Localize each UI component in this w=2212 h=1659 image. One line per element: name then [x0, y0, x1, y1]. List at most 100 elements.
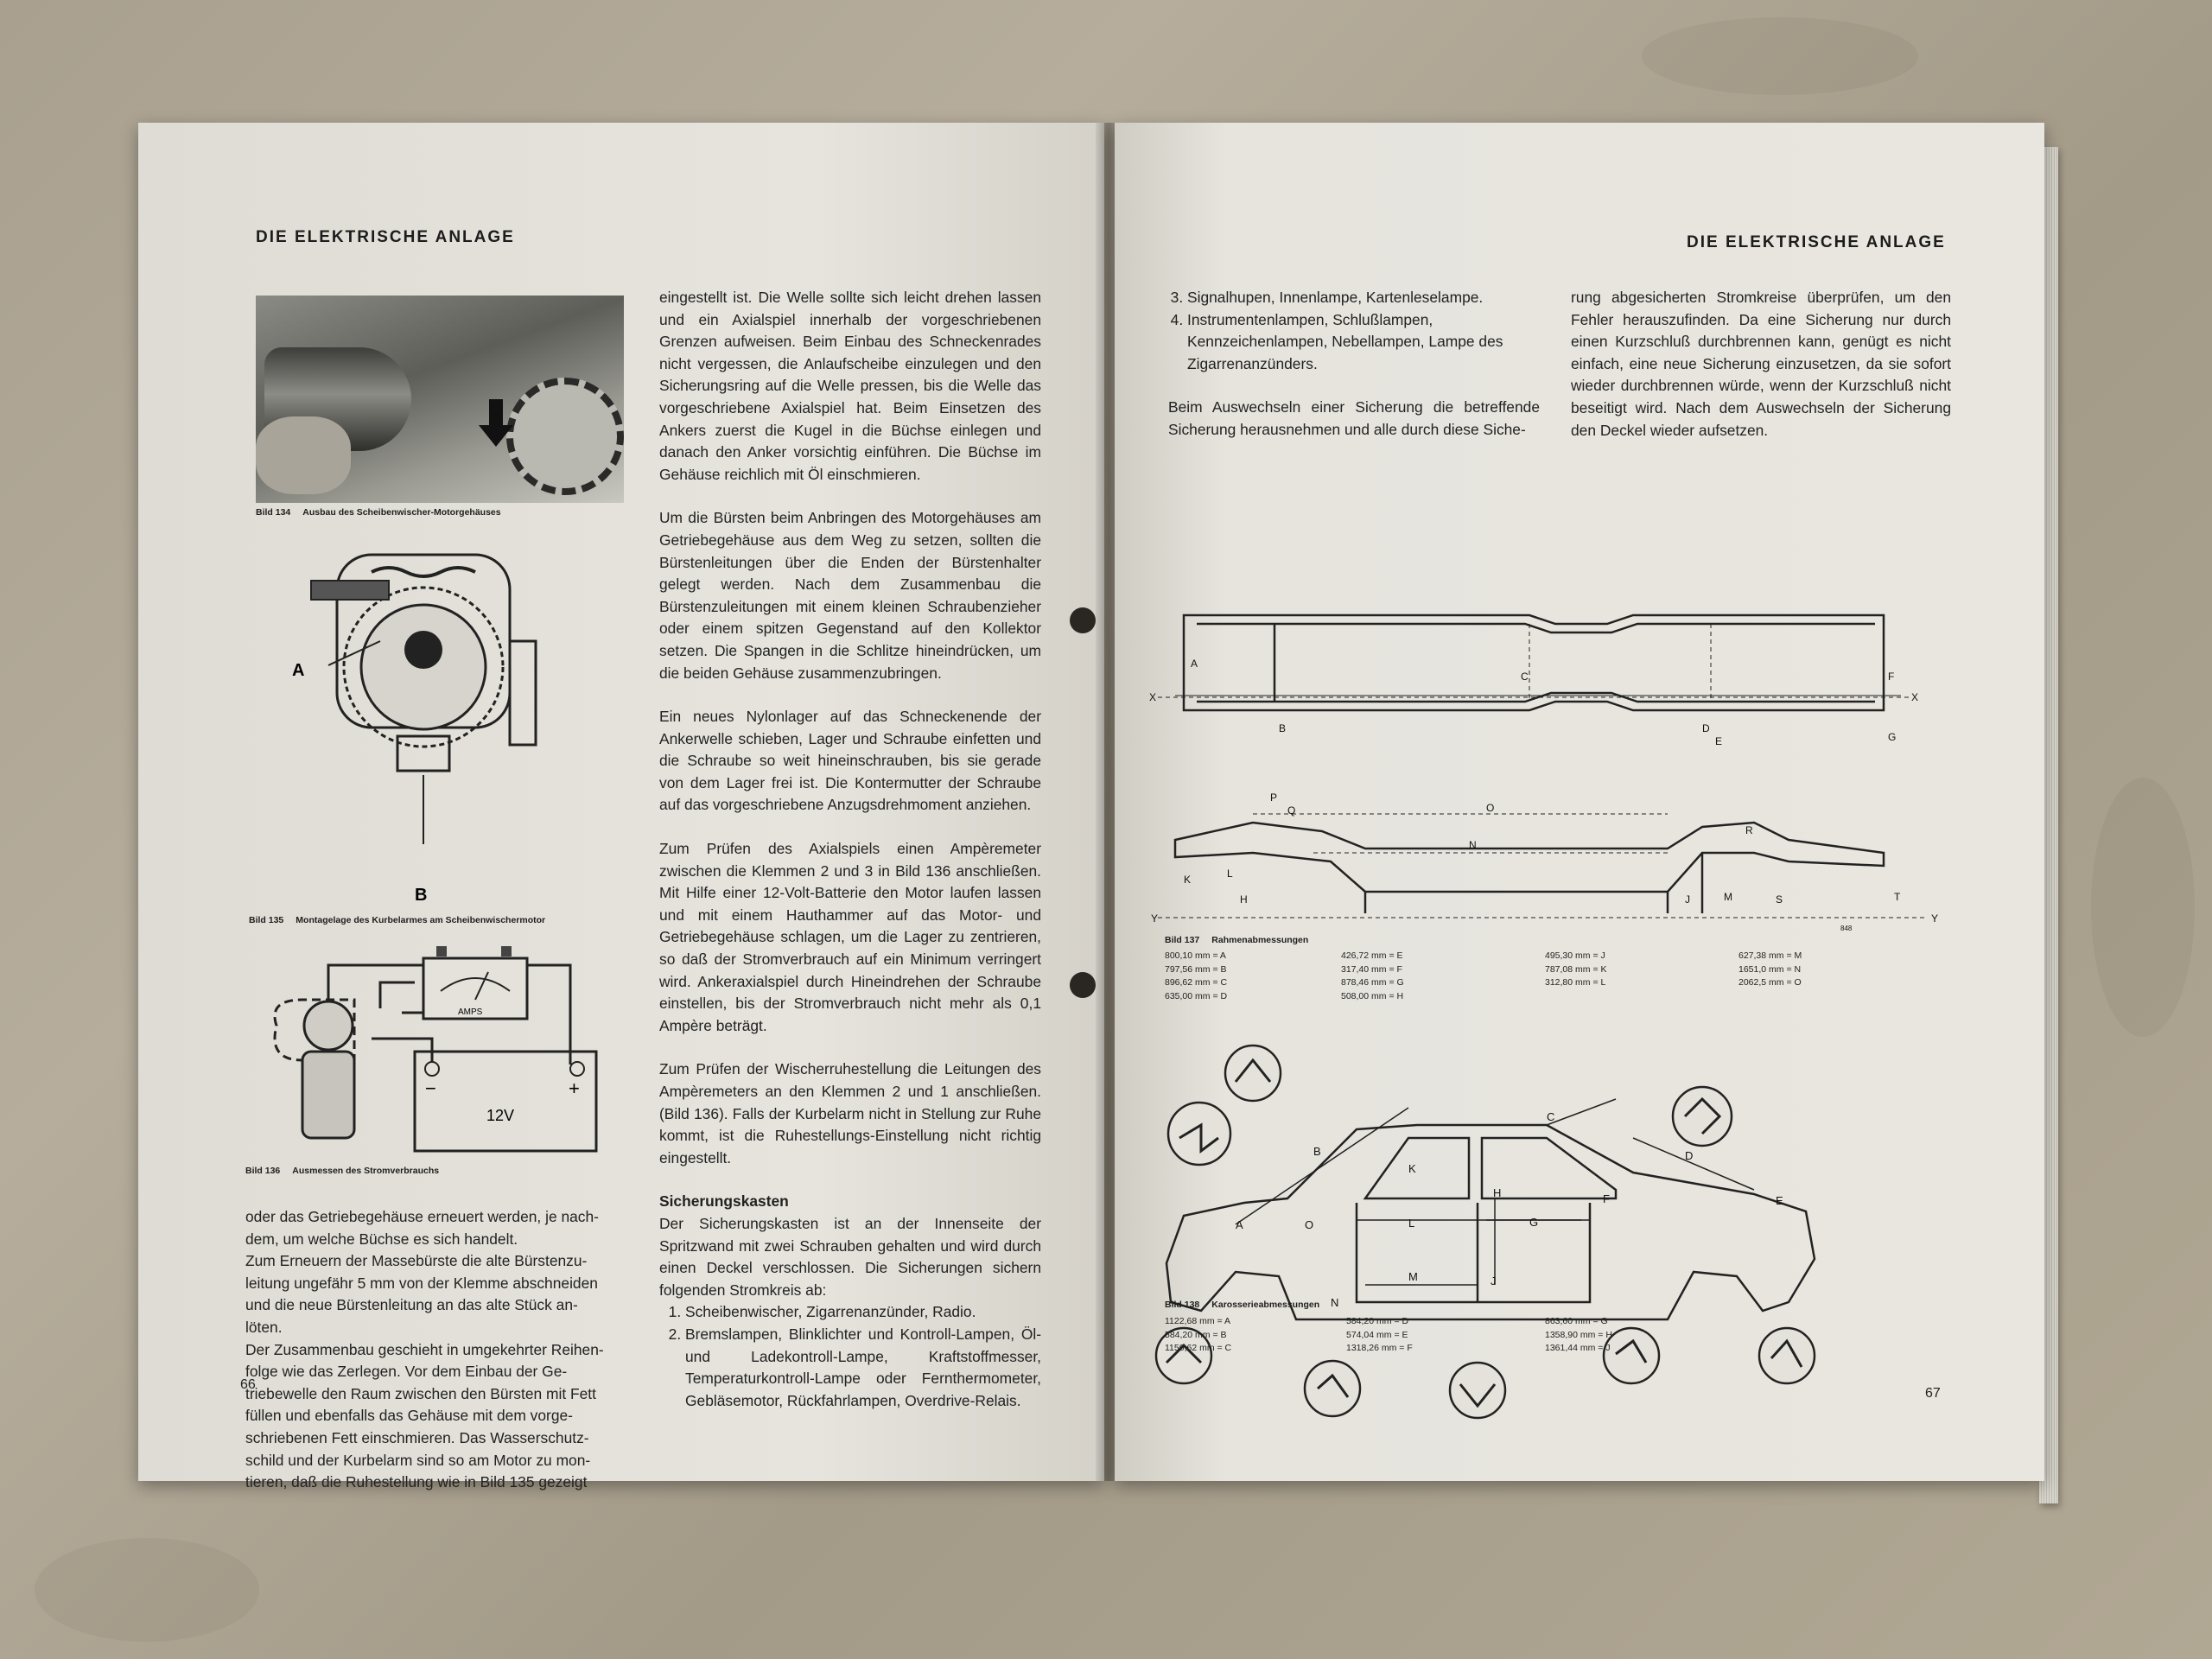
body-label: E: [1776, 1194, 1783, 1207]
binding-hole: [1070, 972, 1096, 998]
list-item: Bremslampen, Blinklichter und Kontroll-L…: [685, 1324, 1041, 1412]
frame-label: J: [1685, 893, 1690, 906]
figure-137-frame-drawing: A B C D E F G X X P Q O R N K L H J M S …: [1149, 613, 1938, 932]
frame-label: A: [1191, 658, 1198, 670]
binding-hole: [1070, 607, 1096, 633]
frame-label: L: [1227, 868, 1233, 880]
figure-134-photo: [256, 296, 624, 503]
text-line: füllen und ebenfalls das Gehäuse mit dem…: [245, 1407, 573, 1425]
fuse-list-continued: Signalhupen, Innenlampe, Kartenleselampe…: [1168, 287, 1540, 375]
paragraph: Ein neues Nylonlager auf das Schneckenen…: [659, 708, 1041, 814]
text-line: tieren, daß die Ruhestellung wie in Bild…: [245, 1473, 588, 1491]
subheading-sicherungskasten: Sicherungskasten: [659, 1192, 789, 1211]
frame-dims-col: 627,38 mm = M 1651,0 mm = N 2062,5 mm = …: [1738, 950, 1802, 988]
frame-dims-col: 800,10 mm = A 797,56 mm = B 896,62 mm = …: [1165, 950, 1228, 1001]
background-spot: [2091, 778, 2195, 1037]
body-label: M: [1408, 1270, 1418, 1283]
background-spot: [1642, 17, 1918, 95]
body-label: B: [1313, 1145, 1321, 1158]
frame-label: X: [1911, 691, 1918, 703]
body-label: H: [1493, 1186, 1501, 1199]
minus-sign: −: [425, 1077, 436, 1099]
page-number-right: 67: [1925, 1386, 1941, 1401]
frame-label: Y: [1931, 912, 1938, 925]
text-line: leitung ungefähr 5 mm von der Klemme abs…: [245, 1274, 598, 1292]
body-label: D: [1685, 1149, 1693, 1162]
text-line: schild und der Kurbelarm sind so am Moto…: [245, 1451, 591, 1469]
body-label: A: [1236, 1218, 1243, 1231]
frame-label: T: [1894, 891, 1901, 903]
frame-dims-col: 426,72 mm = E 317,40 mm = F 878,46 mm = …: [1341, 950, 1404, 1001]
background-spot: [35, 1538, 259, 1642]
frame-label: B: [1279, 722, 1286, 734]
arrow-icon: [479, 399, 513, 447]
amps-label: AMPS: [458, 1007, 483, 1017]
body-label: F: [1603, 1192, 1610, 1205]
paragraph: rung abgesicherten Stromkreise überprüfe…: [1571, 289, 1951, 439]
body-dims-col: 584,20 mm = D 574,04 mm = E 1318,26 mm =…: [1346, 1316, 1413, 1353]
body-label: N: [1331, 1296, 1338, 1309]
body-label: L: [1408, 1217, 1414, 1230]
body-label: C: [1547, 1110, 1554, 1123]
label-b: B: [415, 886, 427, 905]
frame-label: M: [1724, 891, 1732, 903]
paragraph: Zum Prüfen des Axialspiels einen Ampèrem…: [659, 840, 1041, 1034]
paragraph: Beim Auswechseln einer Sicherung die bet…: [1168, 398, 1540, 438]
body-label: J: [1491, 1274, 1497, 1287]
page-header-right: DIE ELEKTRISCHE ANLAGE: [1687, 233, 1946, 251]
frame-label: P: [1270, 791, 1277, 804]
frame-label: F: [1888, 671, 1894, 683]
body-dims-col: 863,60 mm = G 1358,90 mm = H 1361,44 mm …: [1545, 1316, 1612, 1353]
paragraph: eingestellt ist. Die Welle sollte sich l…: [659, 289, 1041, 483]
worm-gear-shape: [506, 378, 624, 495]
figure-138-body-drawing: A B C D E F G H J K L M N O: [1154, 1044, 1816, 1420]
frame-label: H: [1240, 893, 1248, 906]
body-label: O: [1305, 1218, 1313, 1231]
frame-label: K: [1184, 874, 1191, 886]
frame-label: Y: [1151, 912, 1158, 925]
right-col2-text: rung abgesicherten Stromkreise überprüfe…: [1571, 287, 1951, 442]
figure-code: 848: [1840, 925, 1853, 932]
text-line: triebewelle den Raum zwischen den Bürste…: [245, 1384, 596, 1402]
left-col1-text: oder das Getriebegehäuse erneuert werden…: [245, 1206, 626, 1494]
frame-label: D: [1702, 722, 1710, 734]
frame-label: O: [1486, 802, 1494, 814]
figure-135-drawing: A B: [292, 553, 537, 905]
text-line: dem, um welche Büchse es sich handelt.: [245, 1230, 518, 1248]
frame-label: G: [1888, 731, 1896, 743]
frame-label: Q: [1287, 804, 1295, 817]
frame-label: E: [1715, 735, 1722, 747]
text-line: Der Zusammenbau geschieht in umgekehrter…: [245, 1340, 604, 1358]
paragraph: Der Sicherungskasten ist an der Innensei…: [659, 1214, 1041, 1299]
text-line: oder das Getriebegehäuse erneuert werden…: [245, 1208, 599, 1225]
body-dims-col: 1122,68 mm = A 584,20 mm = B 1150,62 mm …: [1165, 1316, 1232, 1353]
right-col1-text: Signalhupen, Innenlampe, Kartenleselampe…: [1168, 287, 1540, 442]
text-line: und die neue Bürstenleitung an das alte …: [245, 1296, 578, 1314]
text-line: löten.: [245, 1318, 283, 1336]
fuse-list: Scheibenwischer, Zigarrenanzünder, Radio…: [659, 1301, 1041, 1412]
body-label: G: [1529, 1216, 1538, 1229]
paragraph: Um die Bürsten beim Anbringen des Motorg…: [659, 509, 1041, 682]
page-number-left: 66: [240, 1377, 256, 1392]
frame-label: C: [1521, 671, 1529, 683]
body-label: K: [1408, 1162, 1416, 1175]
frame-label: S: [1776, 893, 1783, 906]
figure-136-circuit: AMPS − + 12V: [273, 946, 598, 1153]
frame-label: X: [1149, 691, 1156, 703]
plus-sign: +: [569, 1077, 580, 1099]
text-line: schriebenen Fett einschmieren. Das Wasse…: [245, 1428, 589, 1446]
frame-label: N: [1469, 839, 1477, 851]
right-page: DIE ELEKTRISCHE ANLAGE Signalhupen, Inne…: [1115, 123, 2044, 1481]
voltage-label: 12V: [486, 1107, 514, 1124]
list-item: Scheibenwischer, Zigarrenanzünder, Radio…: [685, 1301, 1041, 1324]
text-line: Zum Erneuern der Massebürste die alte Bü…: [245, 1252, 588, 1270]
list-item: Signalhupen, Innenlampe, Kartenleselampe…: [1187, 287, 1540, 309]
list-item: Instrumentenlampen, Schlußlampen, Kennze…: [1187, 309, 1540, 376]
page-header-left: DIE ELEKTRISCHE ANLAGE: [256, 228, 515, 246]
